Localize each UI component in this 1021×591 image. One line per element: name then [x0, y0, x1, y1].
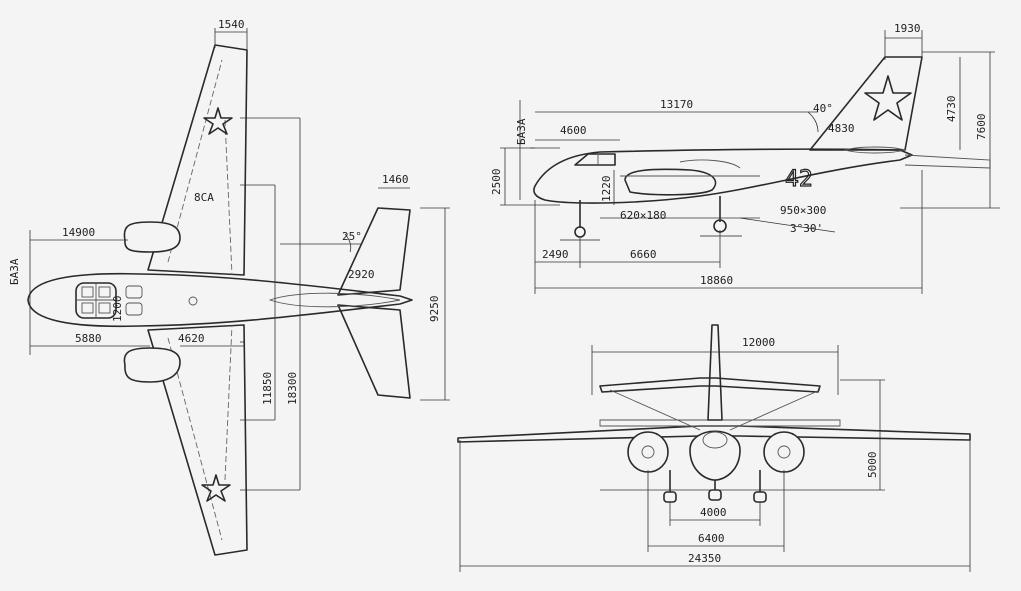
dim-11850: 11850	[261, 372, 274, 405]
dim-4830: 4830	[828, 122, 855, 135]
dim-6660: 6660	[630, 248, 657, 261]
dim-12000: 12000	[742, 336, 775, 349]
side-view-dimensions	[500, 30, 1000, 294]
top-view: 1540 14900 БАЗА 5880 4620 1200 8СА 1460 …	[8, 18, 450, 556]
dim-1460: 1460	[382, 173, 409, 186]
dim-14900: 14900	[62, 226, 95, 239]
top-view-lower-engine	[123, 347, 181, 383]
top-view-lower-wing	[147, 324, 248, 556]
dim-1200: 1200	[111, 296, 124, 323]
dim-4000: 4000	[700, 506, 727, 519]
dim-1220: 1220	[600, 176, 613, 203]
front-view-fin	[707, 324, 723, 421]
side-view: 42	[490, 22, 1000, 294]
dim-18860: 18860	[700, 274, 733, 287]
dim-18300: 18300	[286, 372, 299, 405]
top-view-upper-engine	[123, 221, 181, 253]
upper-wing-star-icon	[203, 107, 233, 135]
fin-sweep-angle: 40°	[813, 102, 833, 115]
hatch-size: 950×300	[780, 204, 826, 217]
top-view-cockpit	[75, 282, 143, 319]
dim-4620: 4620	[178, 332, 205, 345]
dim-4600: 4600	[560, 124, 587, 137]
dim-24350: 24350	[688, 552, 721, 565]
dim-7600: 7600	[975, 114, 988, 141]
angle-3-30: 3°30'	[790, 222, 823, 235]
front-view: 12000 5000 4000 6400 24350	[457, 324, 971, 572]
top-view-lower-stabilizer	[337, 304, 411, 399]
top-view-base-label: БАЗА	[8, 258, 21, 285]
stab-sweep-angle: 25°	[342, 230, 362, 243]
dim-6400: 6400	[698, 532, 725, 545]
dim-2920: 2920	[348, 268, 375, 281]
dim-5000: 5000	[866, 452, 879, 479]
top-view-dimensions	[29, 28, 450, 491]
dim-9250: 9250	[428, 296, 441, 323]
lower-wing-star-icon	[201, 474, 231, 502]
wing-section-label: 8СА	[194, 191, 214, 204]
side-view-base-label: БАЗА	[515, 118, 528, 145]
front-view-tailplane	[599, 377, 821, 393]
top-view-fuselage	[27, 272, 413, 328]
tail-number: 42	[785, 167, 813, 192]
front-view-right-engine	[763, 431, 805, 473]
front-view-fuselage	[689, 430, 741, 481]
top-view-upper-stabilizer	[337, 207, 411, 296]
front-view-dimensions	[459, 345, 971, 572]
dim-2500: 2500	[490, 169, 503, 196]
dim-1540: 1540	[218, 18, 245, 31]
dim-5880: 5880	[75, 332, 102, 345]
fin-star-icon	[864, 75, 912, 121]
dim-2490: 2490	[542, 248, 569, 261]
dim-13170: 13170	[660, 98, 693, 111]
door-size: 620×180	[620, 209, 666, 222]
dim-1930: 1930	[894, 22, 921, 35]
dim-4730: 4730	[945, 96, 958, 123]
front-view-left-engine	[627, 431, 669, 473]
